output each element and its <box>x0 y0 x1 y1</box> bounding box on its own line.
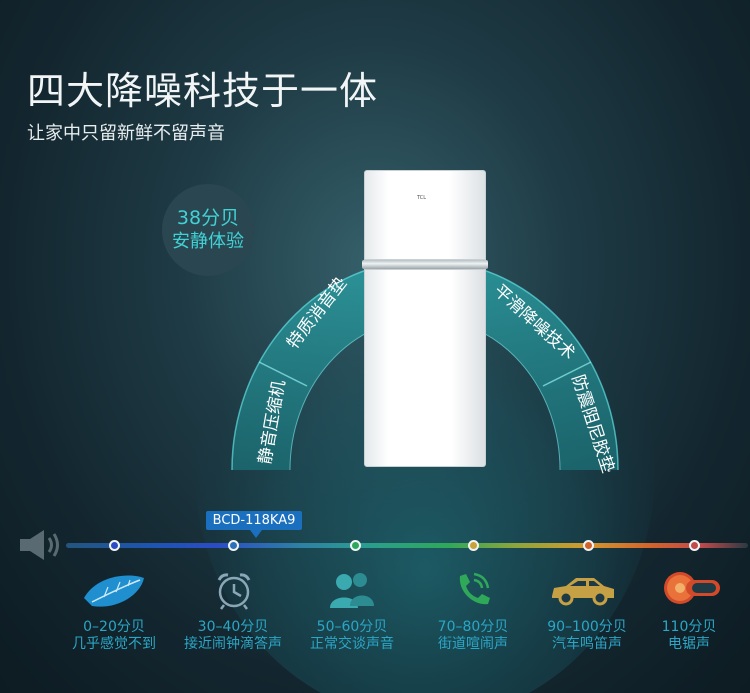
scale-range-label: 50–60分贝 <box>316 619 388 635</box>
page-subtitle: 让家中只留新鲜不留声音 <box>27 123 225 144</box>
scale-marker <box>583 540 594 551</box>
speaker-icon <box>20 530 59 560</box>
scale-desc-label: 电锯声 <box>668 636 710 652</box>
fridge-bottom-door <box>364 269 486 467</box>
phone-icon <box>459 572 490 605</box>
badge-decibel: 38分贝 <box>176 207 240 229</box>
fridge-logo: TCL <box>417 195 427 201</box>
scale-marker <box>228 540 239 551</box>
scale-desc-label: 汽车鸣笛声 <box>552 636 622 652</box>
refrigerator-image: TCL <box>362 170 488 467</box>
scale-desc-label: 街道喧闹声 <box>438 636 508 652</box>
arc-divider <box>258 361 308 387</box>
people-icon <box>330 573 374 608</box>
scale-marker <box>689 540 700 551</box>
alarm-clock-icon <box>217 573 251 610</box>
fridge-handle <box>362 260 488 269</box>
saw-blade-icon <box>664 572 720 604</box>
arc-divider <box>542 361 592 387</box>
scale-range-label: 30–40分贝 <box>197 619 269 635</box>
leaf-icon <box>84 575 144 607</box>
badge-caption: 安静体验 <box>172 231 244 252</box>
scale-desc-label: 接近闹钟滴答声 <box>184 636 282 652</box>
model-tag: BCD-118KA9 <box>206 511 302 530</box>
scale-range-label: 110分贝 <box>661 619 717 635</box>
scale-marker <box>468 540 479 551</box>
scale-range-label: 0–20分贝 <box>83 619 145 635</box>
page-title: 四大降噪科技于一体 <box>27 69 379 113</box>
decibel-scale-line <box>66 543 748 548</box>
scale-range-label: 70–80分贝 <box>437 619 509 635</box>
scale-desc-label: 正常交谈声音 <box>310 636 394 652</box>
scale-desc-label: 几乎感觉不到 <box>72 636 156 652</box>
car-icon <box>552 578 614 606</box>
scale-marker <box>109 540 120 551</box>
scale-range-label: 90–100分贝 <box>547 619 627 635</box>
model-tag-pointer <box>250 530 262 538</box>
noise-badge: 38分贝 安静体验 <box>162 184 254 276</box>
fridge-top-door: TCL <box>364 170 486 260</box>
scale-marker <box>350 540 361 551</box>
